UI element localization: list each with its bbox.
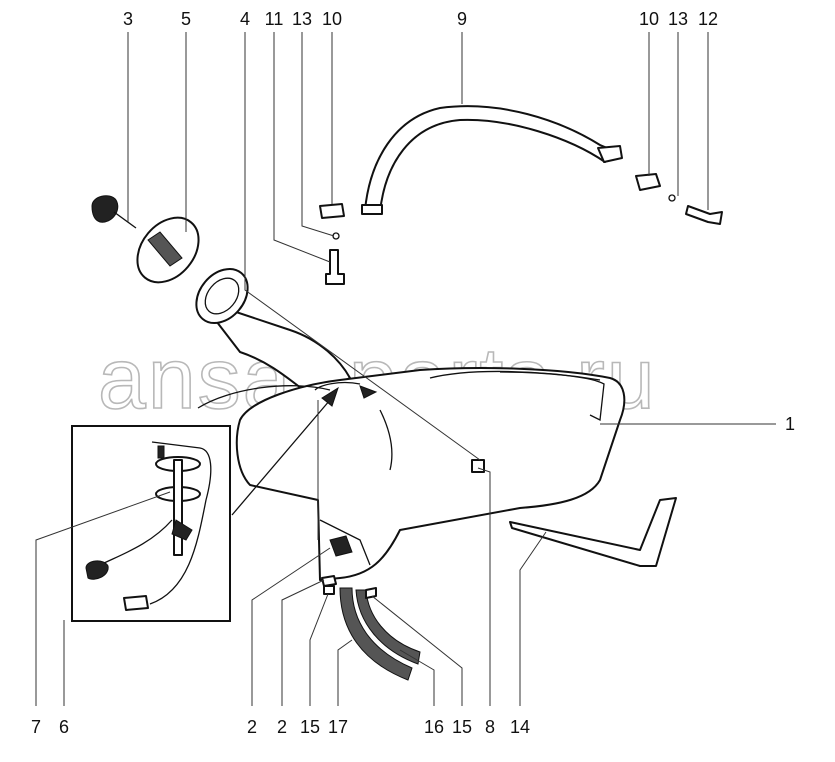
callout-labels: 3 5 4 11 13 10 9 10 13 12 1 7 6 2 2 15 1… [31, 9, 795, 737]
callout-12: 12 [698, 9, 718, 29]
callout-15: 15 [300, 717, 320, 737]
callout-13b: 13 [668, 9, 688, 29]
callout-9: 9 [457, 9, 467, 29]
callout-4: 4 [240, 9, 250, 29]
part-10-bushing-left [319, 203, 345, 219]
assembly-arrows [197, 381, 378, 516]
part-4-filler-neck [195, 268, 351, 396]
part-15-clamp-left [323, 585, 335, 595]
part-14-strip [509, 497, 677, 567]
part-10-bushing-right [635, 173, 661, 191]
callout-2: 2 [247, 717, 257, 737]
part-1-fuel-tank [235, 367, 626, 581]
part-2-fittings [321, 535, 353, 587]
callout-3: 3 [123, 9, 133, 29]
part-5-filler-cap [136, 216, 200, 284]
part-13-washer-right [668, 194, 676, 202]
part-16-hose [355, 589, 421, 665]
callout-5: 5 [181, 9, 191, 29]
callout-1: 1 [785, 414, 795, 434]
part-15-clamp-right [365, 587, 377, 599]
part-17-hose [339, 587, 413, 681]
callout-10b: 10 [639, 9, 659, 29]
callout-2b: 2 [277, 717, 287, 737]
callout-8: 8 [485, 717, 495, 737]
callout-16: 16 [424, 717, 444, 737]
part-11-bolt [325, 249, 345, 285]
callout-10: 10 [322, 9, 342, 29]
callout-15b: 15 [452, 717, 472, 737]
callout-13: 13 [292, 9, 312, 29]
callout-7: 7 [31, 717, 41, 737]
part-8-plug [471, 459, 485, 473]
callout-17: 17 [328, 717, 348, 737]
callout-14: 14 [510, 717, 530, 737]
callout-6: 6 [59, 717, 69, 737]
leader-lines [35, 32, 776, 706]
callout-11: 11 [265, 9, 284, 29]
part-9-strap [361, 105, 623, 215]
sender-unit-inset [71, 425, 231, 622]
part-12-bolt [685, 205, 723, 225]
part-3-cap-screw [91, 195, 137, 229]
